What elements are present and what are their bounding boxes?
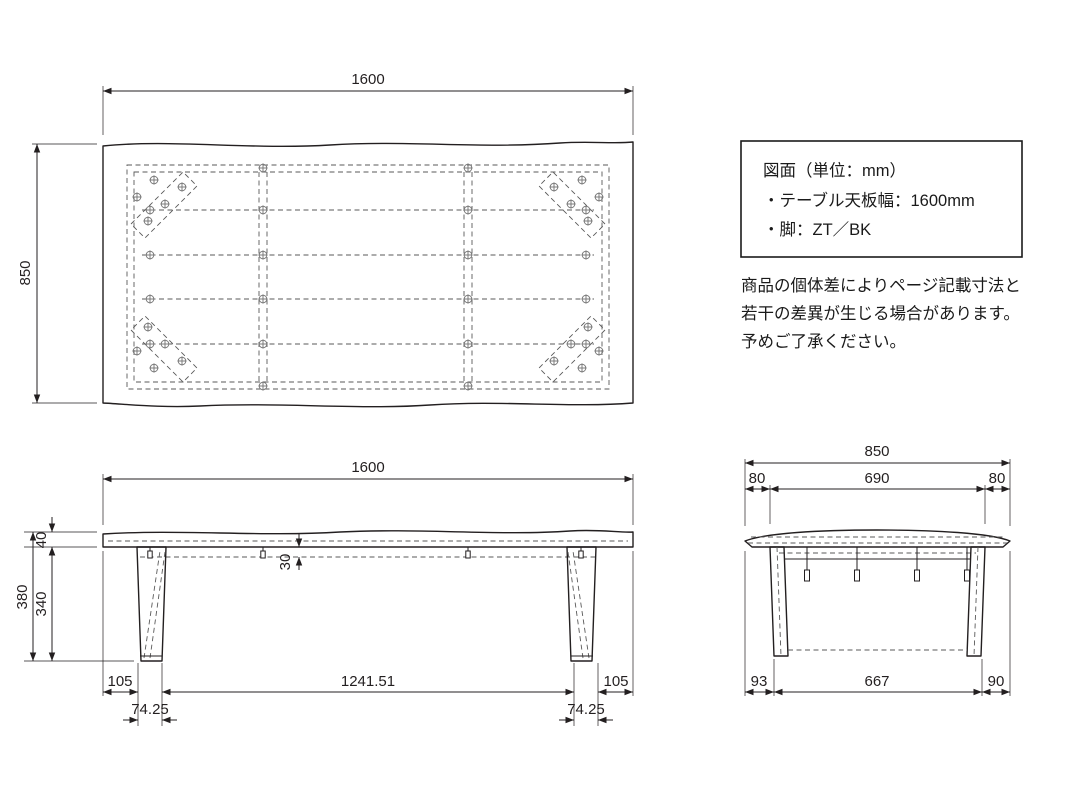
- disclaimer-line-3: 予めご了承ください。: [741, 332, 906, 351]
- dim-label-top-width: 1600: [351, 71, 384, 88]
- dim-label-leg-width-left: 74.25: [131, 701, 169, 718]
- spec-item-width: ・テーブル天板幅：1600mm: [763, 190, 975, 210]
- corner-leg-bottom-left: [130, 315, 198, 383]
- dim-label-inset-left: 105: [107, 673, 132, 690]
- spec-box: 図面（単位：mm） ・テーブル天板幅：1600mm ・脚：ZT／BK: [740, 140, 1023, 258]
- front-legs: [136, 546, 597, 662]
- corner-leg-bottom-right: [538, 315, 606, 383]
- dim-label-top-span: 690: [864, 470, 889, 487]
- tabletop-side-outline: [744, 529, 1011, 548]
- tabletop-plan-outline: [102, 141, 634, 408]
- dim-apron-drop: 30: [277, 534, 303, 571]
- dim-label-bottom-inset-left: 93: [751, 673, 768, 690]
- dim-front-bottom: 105 1241.51 105 74.25 74.25: [102, 551, 634, 726]
- hanger-bolts-front: [147, 547, 584, 559]
- dim-label-bottom-span: 667: [864, 673, 889, 690]
- dim-label-leg-width-right: 74.25: [567, 701, 605, 718]
- dim-label-top-inset-right: 80: [989, 470, 1006, 487]
- dim-front-heights: 380 40 340: [14, 517, 134, 662]
- dim-label-top-inset-left: 80: [749, 470, 766, 487]
- corner-leg-top-left: [130, 171, 198, 239]
- spec-box-border: [740, 140, 1023, 258]
- spec-title: 図面（単位：mm）: [763, 161, 906, 180]
- tabletop-front-outline: [102, 529, 634, 548]
- dim-side-depth: 850 80 690 80: [744, 443, 1011, 526]
- front-view: 1600 380 40 340 30 105: [14, 459, 634, 726]
- dim-label-total-height: 380: [14, 584, 31, 609]
- dim-side-bottom: 93 667 90: [744, 551, 1011, 696]
- side-leg-left: [769, 546, 789, 657]
- front-leg-right: [566, 546, 597, 662]
- dim-label-inset-right: 105: [603, 673, 628, 690]
- dim-label-inner-span: 1241.51: [341, 673, 395, 690]
- dim-label-top-depth: 850: [17, 260, 34, 285]
- disclaimer-text: 商品の個体差によりページ記載寸法と 若干の差異が生じる場合があります。 予めご了…: [741, 276, 1021, 351]
- side-legs: [769, 546, 986, 657]
- dim-label-top-thickness: 40: [33, 532, 50, 549]
- side-leg-right: [966, 546, 986, 657]
- dim-top-depth: 850: [17, 143, 97, 404]
- dim-label-leg-height: 340: [33, 591, 50, 616]
- dim-top-width: 1600: [102, 71, 634, 135]
- front-leg-left: [136, 546, 167, 662]
- screw-symbols: [131, 162, 605, 392]
- hanger-bolts-side: [804, 547, 970, 582]
- disclaimer-line-1: 商品の個体差によりページ記載寸法と: [741, 276, 1021, 295]
- side-view: 850 80 690 80 93 667 90: [744, 443, 1011, 696]
- dim-label-front-width: 1600: [351, 459, 384, 476]
- dim-front-width: 1600: [102, 459, 634, 525]
- disclaimer-line-2: 若干の差異が生じる場合があります。: [741, 304, 1020, 323]
- spec-item-leg: ・脚：ZT／BK: [763, 220, 871, 239]
- corner-leg-top-right: [538, 171, 606, 239]
- dim-label-side-depth: 850: [864, 443, 889, 460]
- hidden-frame-structure: [126, 164, 610, 390]
- dim-label-apron-drop: 30: [277, 554, 294, 571]
- top-view: 1600 850: [17, 71, 634, 408]
- dim-label-bottom-inset-right: 90: [988, 673, 1005, 690]
